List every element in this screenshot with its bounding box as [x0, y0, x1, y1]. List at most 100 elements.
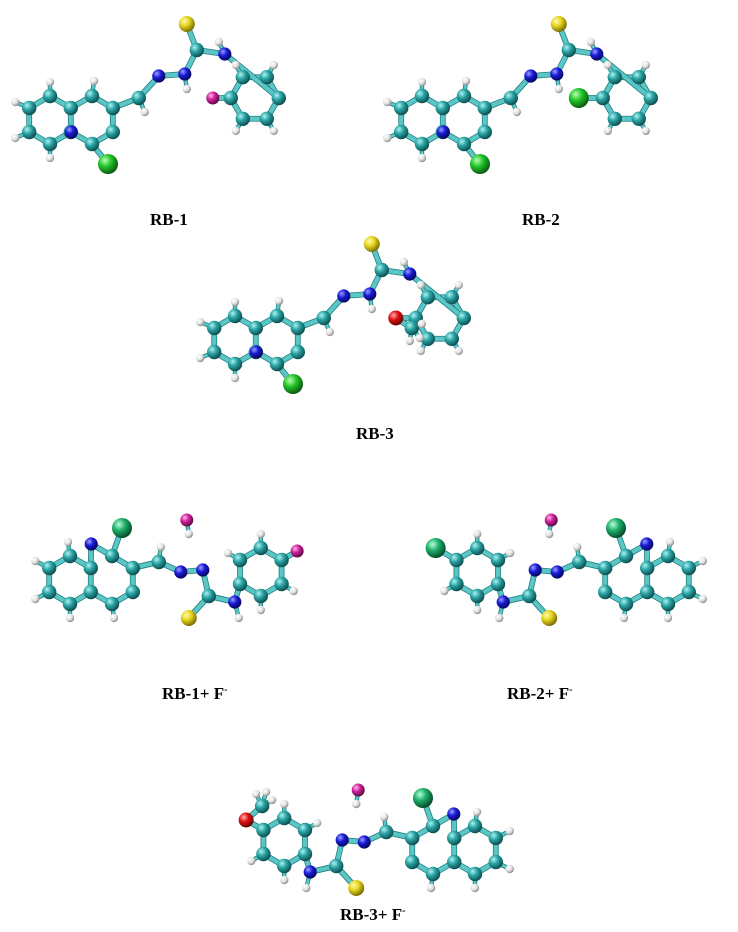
fluorine-atom [291, 545, 304, 558]
oxygen-atom [239, 813, 254, 828]
hydrogen-atom [31, 595, 39, 603]
nitrogen-atom [228, 595, 241, 608]
caption-rb-3-f: RB-3+ F- [340, 905, 405, 925]
hydrogen-atom [368, 305, 376, 313]
carbon-atom [277, 811, 291, 825]
sulfur-atom [181, 610, 197, 626]
carbon-atom [152, 555, 166, 569]
hydrogen-atom [270, 61, 278, 69]
hydrogen-atom [110, 614, 118, 622]
carbon-atom [375, 263, 389, 277]
hydrogen-atom [620, 614, 628, 622]
hydrogen-atom [473, 808, 481, 816]
hydrogen-atom [313, 819, 321, 827]
carbon-atom [298, 847, 312, 861]
carbon-atom [661, 597, 675, 611]
carbon-atom [317, 311, 331, 325]
chlorine-atom [413, 788, 433, 808]
carbon-atom [632, 70, 646, 84]
carbon-atom [608, 112, 622, 126]
hydrogen-atom [252, 790, 260, 798]
hydrogen-atom [302, 884, 310, 892]
hydrogen-atom [141, 108, 149, 116]
hydrogen-atom [664, 614, 672, 622]
carbon-atom [457, 137, 471, 151]
carbon-atom [491, 577, 505, 591]
carbon-atom [468, 819, 482, 833]
hydrogen-atom [90, 77, 98, 85]
hydrogen-atom [280, 800, 288, 808]
carbon-atom [254, 589, 268, 603]
sulfur-atom [551, 16, 567, 32]
carbon-atom [236, 112, 250, 126]
carbon-atom [105, 549, 119, 563]
nitrogen-atom [196, 563, 209, 576]
molecule-rb-2-f [426, 514, 707, 627]
hydrogen-atom [215, 38, 223, 46]
nitrogen-atom [497, 595, 510, 608]
hydrogen-atom [642, 127, 650, 135]
hydrogen-atom [462, 77, 470, 85]
hydrogen-atom [196, 318, 204, 326]
carbon-atom [394, 101, 408, 115]
hydrogen-atom [352, 800, 360, 808]
carbon-atom [190, 43, 204, 57]
carbon-atom [447, 855, 461, 869]
hydrogen-atom [235, 614, 243, 622]
chlorine-atom [426, 538, 446, 558]
carbon-atom [504, 91, 518, 105]
hydrogen-atom [666, 538, 674, 546]
molecule-rb-1-f [31, 514, 304, 627]
carbon-atom [608, 70, 622, 84]
carbon-atom [43, 89, 57, 103]
carbon-atom [132, 91, 146, 105]
atom-layer [31, 514, 304, 627]
hydrogen-atom [418, 78, 426, 86]
chlorine-atom [470, 154, 490, 174]
atom-layer [239, 784, 514, 897]
nitrogen-atom [152, 69, 165, 82]
carbon-atom [596, 91, 610, 105]
carbon-atom [415, 137, 429, 151]
nitrogen-atom [85, 537, 98, 550]
atom-layer [11, 16, 286, 174]
carbon-atom [598, 585, 612, 599]
carbon-atom [207, 321, 221, 335]
carbon-atom [640, 585, 654, 599]
carbon-atom [256, 847, 270, 861]
hydrogen-atom [455, 347, 463, 355]
hydrogen-atom [440, 587, 448, 595]
hydrogen-atom [247, 857, 255, 865]
carbon-atom [126, 585, 140, 599]
carbon-atom [436, 101, 450, 115]
nitrogen-atom [403, 267, 416, 280]
chlorine-atom [112, 518, 132, 538]
hydrogen-atom [289, 587, 297, 595]
carbon-atom [491, 553, 505, 567]
hydrogen-atom [417, 281, 425, 289]
carbon-atom [63, 549, 77, 563]
carbon-atom [445, 332, 459, 346]
chlorine-atom [569, 88, 589, 108]
hydrogen-atom [232, 61, 240, 69]
hydrogen-atom [380, 813, 388, 821]
carbon-atom [85, 89, 99, 103]
hydrogen-atom [185, 530, 193, 538]
carbon-atom [105, 597, 119, 611]
carbon-atom [449, 577, 463, 591]
carbon-atom [224, 91, 238, 105]
nitrogen-atom [551, 565, 564, 578]
carbon-atom [379, 825, 393, 839]
carbon-atom [22, 101, 36, 115]
nitrogen-atom [174, 565, 187, 578]
hydrogen-atom [416, 334, 424, 342]
carbon-atom [489, 831, 503, 845]
carbon-atom [426, 819, 440, 833]
hydrogen-atom [699, 557, 707, 565]
carbon-atom [207, 345, 221, 359]
hydrogen-atom [157, 543, 165, 551]
hydrogen-atom [506, 865, 514, 873]
hydrogen-atom [604, 61, 612, 69]
fluorine-atom [206, 92, 219, 105]
